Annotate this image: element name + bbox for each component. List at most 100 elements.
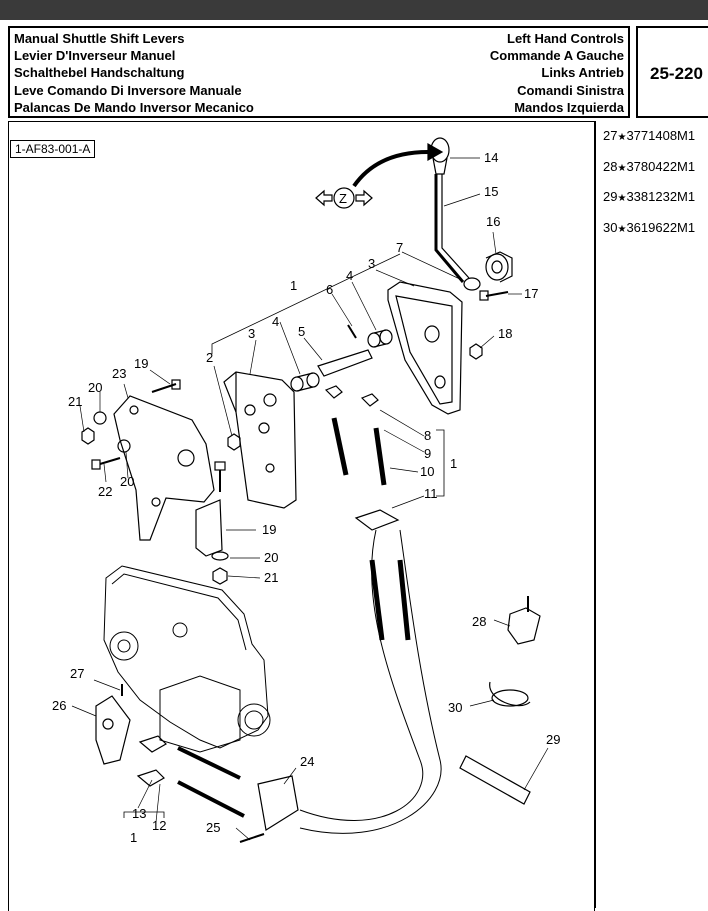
callout-1b: 1 xyxy=(450,456,457,471)
curved-arrow-icon xyxy=(352,150,429,188)
arrowhead-icon xyxy=(427,142,444,162)
part-number: 3780422M1 xyxy=(626,158,696,174)
part-row[interactable]: 30★3619622M1 xyxy=(603,220,695,251)
spacer-part xyxy=(290,372,320,392)
callout-16: 16 xyxy=(486,214,500,229)
part-item-number: 29 xyxy=(603,189,618,204)
callout-25: 25 xyxy=(206,820,220,835)
clip-part xyxy=(324,385,379,407)
shift-lever xyxy=(430,137,481,291)
retainer-plate xyxy=(354,509,400,531)
top-bar xyxy=(0,0,708,20)
section-en: Left Hand Controls xyxy=(507,31,624,46)
bracket-24 xyxy=(257,775,299,831)
callout-4b: 4 xyxy=(272,314,279,329)
callout-1c: 1 xyxy=(130,830,137,845)
callout-15: 15 xyxy=(484,184,498,199)
part-number: 3381232M1 xyxy=(626,189,696,204)
part-row[interactable]: 29★3381232M1 xyxy=(603,189,695,220)
section-es: Mandos Izquierda xyxy=(514,99,624,115)
callout-12: 12 xyxy=(152,818,166,833)
part-list: 27★3771408M1 28★3780422M1 29★3381232M1 3… xyxy=(603,128,695,250)
page-header: Manual Shuttle Shift Levers Levier D'Inv… xyxy=(8,26,630,118)
section-fr: Commande A Gauche xyxy=(489,48,624,64)
part-item-number: 28 xyxy=(603,158,618,174)
callout-29: 29 xyxy=(546,732,560,747)
callout-21b: 21 xyxy=(264,570,278,585)
callout-30: 30 xyxy=(448,700,462,715)
callout-10: 10 xyxy=(420,464,434,479)
part-row[interactable]: 27★3771408M1 xyxy=(603,128,695,159)
middle-plate xyxy=(223,371,297,509)
view-marker-label: Z xyxy=(339,191,347,206)
star-icon: ★ xyxy=(617,223,627,235)
title-fr: Levier D'Inverseur Manuel xyxy=(14,48,176,64)
part-number: 3771408M1 xyxy=(626,128,696,143)
callout-9: 9 xyxy=(424,446,431,461)
callout-26: 26 xyxy=(52,698,66,713)
cable-end xyxy=(331,417,387,486)
callout-2: 2 xyxy=(206,350,213,365)
clip-lower xyxy=(136,735,167,787)
star-icon: ★ xyxy=(617,132,627,143)
left-bracket xyxy=(113,395,215,541)
part-number: 3619622M1 xyxy=(626,219,696,235)
part-item-number: 27 xyxy=(603,128,618,143)
bracket-28 xyxy=(507,607,541,645)
spacer-part xyxy=(367,329,393,348)
callout-17: 17 xyxy=(524,286,538,301)
pin-part xyxy=(347,324,357,339)
leader-lines xyxy=(71,157,549,841)
callout-23: 23 xyxy=(112,366,126,381)
callout-20b: 20 xyxy=(120,474,134,489)
callout-3b: 3 xyxy=(248,326,255,341)
title-de: Schalthebel Handschaltung xyxy=(14,65,185,81)
part-row[interactable]: 28★3780422M1 xyxy=(603,159,695,190)
bolt-part xyxy=(479,290,509,301)
cable-end-lower xyxy=(369,559,411,641)
title-multilingual: Manual Shuttle Shift Levers Levier D'Inv… xyxy=(14,30,254,116)
cable-end-lower-left xyxy=(177,746,241,780)
callout-8: 8 xyxy=(424,428,431,443)
hardware-left xyxy=(81,379,241,585)
link-part xyxy=(317,349,373,377)
clamp-30 xyxy=(489,681,531,707)
group-bracket xyxy=(436,429,445,497)
title-en: Manual Shuttle Shift Levers xyxy=(14,31,185,46)
nut-part xyxy=(469,343,483,360)
page-number: 25-220 xyxy=(650,64,703,83)
group-bracket xyxy=(211,253,401,354)
callout-18: 18 xyxy=(498,326,512,341)
callout-27: 27 xyxy=(70,666,84,681)
callout-24: 24 xyxy=(300,754,314,769)
callout-19b: 19 xyxy=(262,522,276,537)
callout-labels: 14 15 16 7 17 18 3 4 6 1 5 4 3 2 8 9 10 … xyxy=(52,150,560,845)
group-bracket xyxy=(123,811,165,818)
strap-29 xyxy=(459,755,531,805)
section-de: Links Antrieb xyxy=(541,65,624,81)
callout-20c: 20 xyxy=(264,550,278,565)
page-number-box: 25-220 xyxy=(636,26,708,118)
gearbox-housing xyxy=(103,565,271,753)
callout-21: 21 xyxy=(68,394,82,409)
callout-4: 4 xyxy=(346,268,353,283)
callout-20: 20 xyxy=(88,380,102,395)
title-it: Leve Comando Di Inversore Manuale xyxy=(14,82,242,98)
callout-6: 6 xyxy=(326,282,333,297)
callout-1: 1 xyxy=(290,278,297,293)
callout-13: 13 xyxy=(132,806,146,821)
angle-bracket xyxy=(195,499,223,557)
callout-28: 28 xyxy=(472,614,486,629)
callout-5: 5 xyxy=(298,324,305,339)
callout-7: 7 xyxy=(396,240,403,255)
callout-11: 11 xyxy=(424,486,438,501)
bolt-25 xyxy=(239,833,265,843)
section-it: Comandi Sinistra xyxy=(517,82,624,98)
bushing-part xyxy=(485,251,513,283)
plate-part xyxy=(95,695,131,765)
title-es: Palancas De Mando Inversor Mecanico xyxy=(14,99,254,115)
cable-loop xyxy=(299,529,424,821)
view-marker: Z xyxy=(315,187,373,209)
callout-19: 19 xyxy=(134,356,148,371)
